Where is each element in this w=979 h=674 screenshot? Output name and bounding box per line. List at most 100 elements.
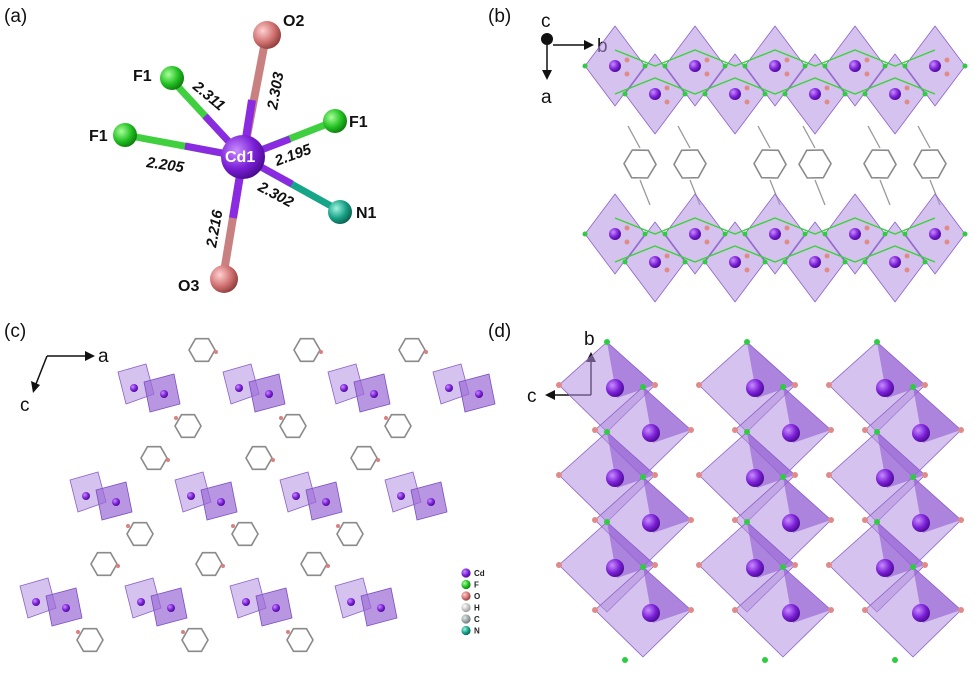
pyridine-ring bbox=[350, 445, 378, 471]
legend-swatch-f bbox=[461, 579, 471, 590]
cd-atom bbox=[427, 498, 435, 506]
label-f1-right: F1 bbox=[349, 114, 368, 131]
pyridine-ring bbox=[863, 149, 897, 179]
legend-swatch-c bbox=[461, 614, 471, 624]
legend-swatch-h bbox=[461, 602, 471, 613]
cd-atom bbox=[167, 604, 175, 612]
panel-b-label: (b) bbox=[488, 6, 511, 27]
cd-atom bbox=[322, 498, 330, 506]
label-n1: N1 bbox=[356, 205, 377, 222]
cd-atom bbox=[912, 514, 930, 532]
legend-label-cd: Cd bbox=[474, 569, 485, 578]
cd-atom bbox=[642, 424, 660, 442]
pyridine-ring bbox=[398, 337, 426, 363]
cd-atom bbox=[782, 514, 800, 532]
panel-a-label: (a) bbox=[4, 6, 27, 27]
atom-o3 bbox=[210, 265, 238, 293]
cd-atom bbox=[929, 228, 941, 240]
axis-b-c: c bbox=[541, 11, 551, 32]
pyridine-ring bbox=[753, 149, 787, 179]
atom-o2 bbox=[253, 21, 281, 49]
label-cd1: Cd1 bbox=[225, 149, 255, 166]
bond-cd-f1-left: 2.205 bbox=[144, 154, 185, 176]
cd-atom bbox=[929, 60, 941, 72]
panel-b-linkers bbox=[623, 125, 947, 206]
cd-atom bbox=[445, 384, 453, 392]
cd-atom bbox=[130, 384, 138, 392]
bond-cd-o2: 2.303 bbox=[264, 70, 288, 112]
legend-swatch-n bbox=[461, 625, 471, 636]
cd-atom bbox=[746, 469, 764, 487]
pyridine-ring bbox=[623, 149, 657, 179]
axis-c-a: a bbox=[98, 346, 109, 367]
cd-atom bbox=[32, 598, 40, 606]
cd-atom bbox=[272, 604, 280, 612]
pyridine-ring bbox=[181, 627, 209, 653]
atom-f1-left bbox=[113, 123, 137, 147]
pyridine-ring bbox=[76, 627, 104, 653]
cd-atom bbox=[609, 60, 621, 72]
cd-atom bbox=[912, 604, 930, 622]
cd-atom bbox=[889, 88, 901, 100]
cd-atom bbox=[809, 88, 821, 100]
cd-atom bbox=[606, 559, 624, 577]
cd-atom bbox=[769, 228, 781, 240]
panel-b: (b) c b a bbox=[488, 6, 968, 303]
panel-c-chains bbox=[19, 337, 496, 653]
cd-atom bbox=[849, 228, 861, 240]
pyridine-ring bbox=[231, 521, 259, 547]
cd-atom bbox=[649, 256, 661, 268]
panel-c-label: (c) bbox=[4, 321, 26, 342]
cd-atom bbox=[849, 60, 861, 72]
atom-f1-right bbox=[323, 109, 347, 133]
pyridine-ring bbox=[188, 337, 216, 363]
axis-b-a: a bbox=[541, 87, 552, 108]
cd-atom bbox=[876, 559, 894, 577]
label-o2: O2 bbox=[283, 13, 304, 30]
cd-atom bbox=[782, 604, 800, 622]
pyridine-ring bbox=[913, 149, 947, 179]
panel-b-layer-bottom bbox=[582, 193, 968, 303]
cd-atom bbox=[876, 379, 894, 397]
cd-atom bbox=[809, 256, 821, 268]
cd-atom bbox=[689, 60, 701, 72]
pyridine-ring bbox=[279, 413, 307, 439]
cd-atom bbox=[729, 256, 741, 268]
pyridine-ring bbox=[300, 551, 328, 577]
cd-atom bbox=[340, 384, 348, 392]
bond-cd-o3: 2.216 bbox=[203, 208, 227, 250]
panel-b-layer-top bbox=[582, 25, 968, 135]
pyridine-ring bbox=[293, 337, 321, 363]
panel-d-label: (d) bbox=[488, 321, 511, 342]
cd-atom bbox=[642, 604, 660, 622]
legend-swatch-o bbox=[461, 591, 471, 601]
cd-atom bbox=[347, 598, 355, 606]
pyridine-ring bbox=[384, 413, 412, 439]
cd-atom bbox=[112, 498, 120, 506]
cd-atom bbox=[370, 390, 378, 398]
cd-atom bbox=[876, 469, 894, 487]
atom-cd1 bbox=[221, 135, 265, 179]
cd-atom bbox=[62, 604, 70, 612]
panel-c-axes: a c bbox=[20, 346, 109, 416]
label-f1-top: F1 bbox=[133, 68, 152, 85]
label-f1-left: F1 bbox=[89, 128, 108, 145]
pyridine-ring bbox=[286, 627, 314, 653]
pyridine-ring bbox=[140, 445, 168, 471]
cd-atom bbox=[912, 424, 930, 442]
cd-atom bbox=[82, 492, 90, 500]
label-o3: O3 bbox=[178, 278, 199, 295]
panel-a: (a) Cd1 O2 F1 F1 F1 N1 O3 bbox=[4, 6, 377, 295]
cd-atom bbox=[217, 498, 225, 506]
cd-atom bbox=[782, 424, 800, 442]
pyridine-ring bbox=[126, 521, 154, 547]
pyridine-ring bbox=[798, 149, 832, 179]
legend-label-h: H bbox=[474, 604, 480, 613]
axis-c-c: c bbox=[20, 395, 30, 416]
atom-n1 bbox=[328, 200, 352, 224]
cd-atom bbox=[746, 379, 764, 397]
axis-d-b: b bbox=[584, 329, 595, 350]
